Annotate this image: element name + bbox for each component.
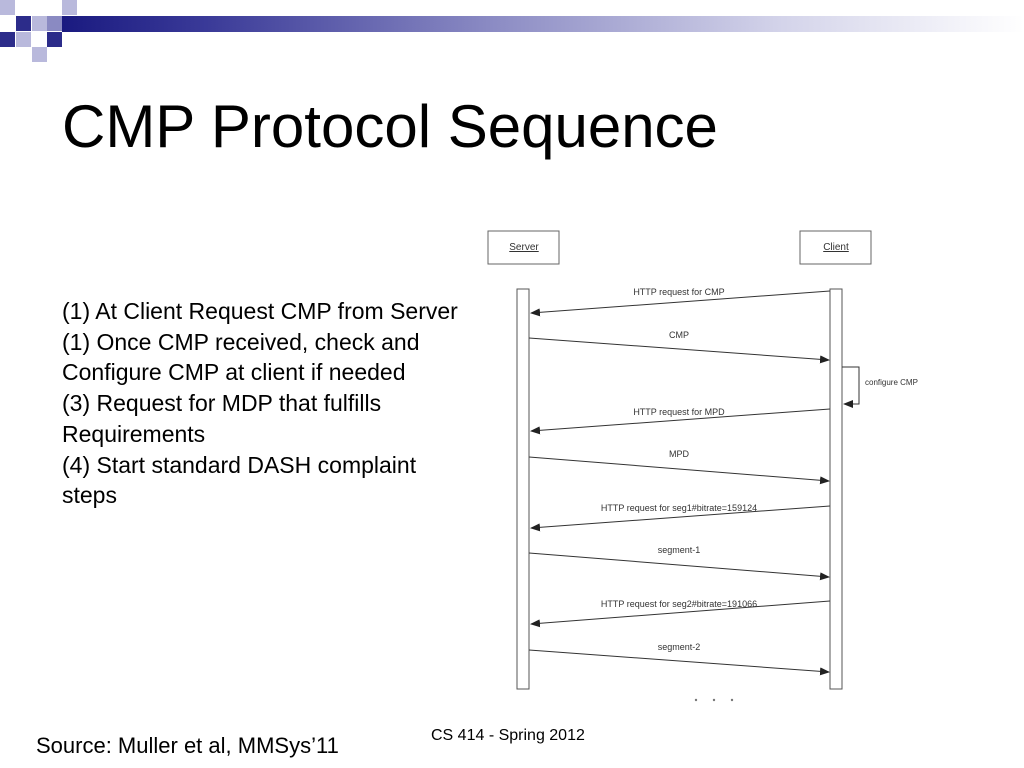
step-item: (3) Request for MDP that fulfills Requir… bbox=[62, 390, 382, 447]
deco-square bbox=[16, 32, 31, 47]
header-gradient-band bbox=[62, 16, 1024, 32]
step-item: (4) Start standard DASH complaint steps bbox=[62, 451, 417, 509]
self-message-arrow bbox=[842, 366, 860, 408]
message: CMP bbox=[528, 330, 830, 364]
message: HTTP request for CMP bbox=[530, 287, 831, 317]
message-label: HTTP request for seg2#bitrate=191066 bbox=[601, 599, 757, 609]
step-item: (1) At Client Request CMP from Server bbox=[62, 298, 458, 324]
message: HTTP request for seg1#bitrate=159124 bbox=[530, 503, 831, 532]
step-item: (1) Once CMP received, check and Configu… bbox=[62, 328, 420, 386]
deco-square bbox=[47, 32, 62, 47]
slide-title: CMP Protocol Sequence bbox=[62, 93, 718, 160]
message-label: HTTP request for MPD bbox=[633, 407, 725, 417]
deco-square bbox=[62, 0, 77, 15]
deco-square bbox=[32, 47, 47, 62]
source-citation: Source: Muller et al, MMSys’11 bbox=[36, 733, 339, 758]
participant-client: Client bbox=[799, 230, 872, 265]
server-lifeline bbox=[516, 288, 530, 690]
message-label: MPD bbox=[669, 449, 690, 459]
message-label: segment-2 bbox=[658, 642, 701, 652]
participant-server: Server bbox=[487, 230, 560, 265]
message-label: segment-1 bbox=[658, 545, 701, 555]
deco-square bbox=[0, 32, 15, 47]
message-label: HTTP request for seg1#bitrate=159124 bbox=[601, 503, 757, 513]
message: HTTP request for seg2#bitrate=191066 bbox=[530, 599, 831, 628]
self-message-label: configure CMP bbox=[865, 378, 918, 387]
continuation-dots bbox=[694, 698, 734, 702]
client-lifeline bbox=[829, 288, 843, 690]
message: MPD bbox=[528, 449, 830, 485]
deco-square bbox=[16, 16, 31, 31]
client-label: Client bbox=[823, 242, 849, 253]
message-label: CMP bbox=[669, 330, 689, 340]
message: segment-1 bbox=[528, 545, 830, 581]
server-label: Server bbox=[509, 242, 539, 253]
deco-square bbox=[32, 16, 47, 31]
steps-list: (1) At Client Request CMP from Server (1… bbox=[62, 296, 472, 511]
deco-square bbox=[47, 16, 62, 31]
message: HTTP request for MPD bbox=[530, 407, 831, 435]
slide-footer: CS 414 - Spring 2012 bbox=[431, 727, 585, 744]
deco-square bbox=[0, 0, 15, 15]
message-label: HTTP request for CMP bbox=[633, 287, 724, 297]
header-decoration bbox=[0, 0, 1024, 64]
message: segment-2 bbox=[528, 642, 830, 676]
